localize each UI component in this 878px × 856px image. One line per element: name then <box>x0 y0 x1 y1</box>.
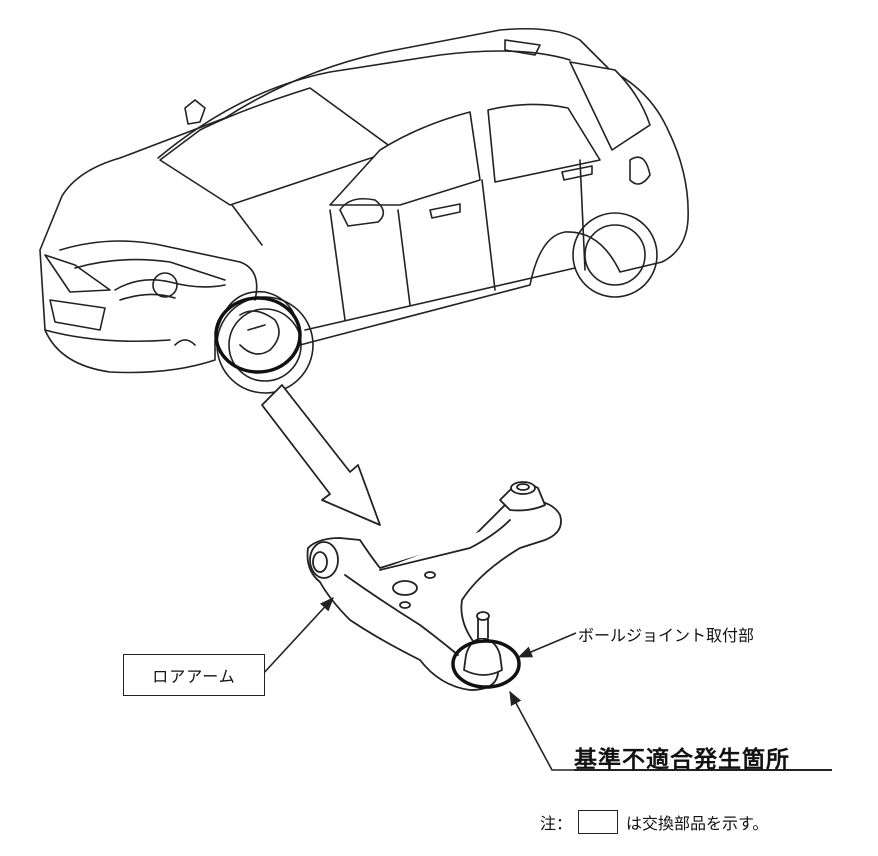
zoom-arrow <box>261 384 381 526</box>
replacement-part-legend-box <box>578 810 619 834</box>
lower-arm-label: ロアアーム <box>152 667 236 686</box>
defect-leader <box>509 690 574 771</box>
car-illustration <box>39 27 689 394</box>
note-suffix: は交換部品を示す。 <box>626 814 769 833</box>
legend-note: 注： は交換部品を示す。 <box>540 810 768 834</box>
ball-joint-label: ボールジョイント取付部 <box>578 626 755 645</box>
defect-location-label: 基準不適合発生箇所 <box>574 746 790 773</box>
ball-joint-highlight-circle <box>451 639 521 689</box>
lower-arm-illustration <box>306 481 562 691</box>
lower-arm-label-box: ロアアーム <box>123 654 265 696</box>
lower-arm-leader <box>261 596 334 676</box>
ball-joint-leader <box>517 632 577 658</box>
suspension-highlight-circle <box>214 296 302 374</box>
note-prefix: 注： <box>540 814 573 833</box>
